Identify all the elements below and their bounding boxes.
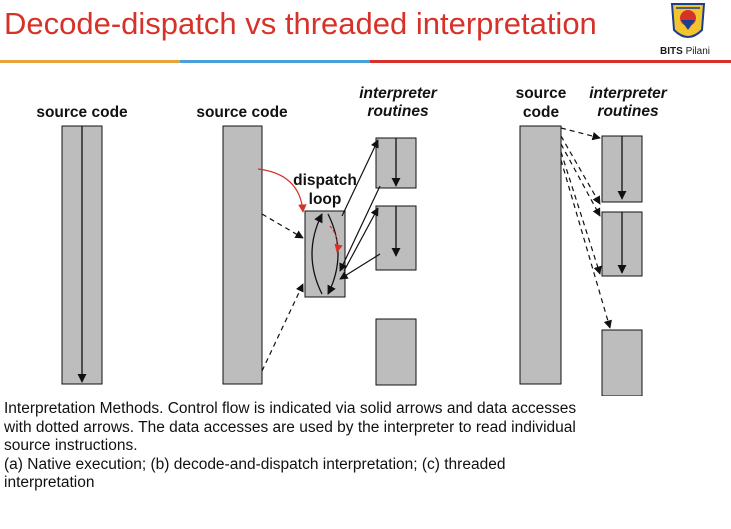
dispatch-loop-arrow-down xyxy=(327,213,339,295)
threaded-source-label-2: code xyxy=(523,104,560,121)
dispatch-source-block xyxy=(222,125,263,385)
caption-line-2: with dotted arrows. The data accesses ar… xyxy=(4,418,576,436)
threaded-routines-label-1: interpreter xyxy=(589,85,667,102)
dispatch-loop-block xyxy=(304,210,346,298)
red-annotation-arrow-1 xyxy=(257,168,307,213)
dispatch-routines-label-2: routines xyxy=(367,103,429,120)
logo-campus: Pilani xyxy=(685,46,711,57)
dispatch-routine-block-3 xyxy=(375,318,417,386)
logo-brand: BITS xyxy=(660,46,683,57)
dispatch-routines-label-1: interpreter xyxy=(359,85,437,102)
threaded-routines-label-2: routines xyxy=(597,103,659,120)
threaded-data-access-2 xyxy=(560,135,601,205)
title-divider xyxy=(0,60,731,63)
slide-title: Decode-dispatch vs threaded interpretati… xyxy=(4,6,597,41)
caption-line-1: Interpretation Methods. Control flow is … xyxy=(4,400,577,417)
native-source-label: source code xyxy=(36,104,128,121)
data-access-arrow-2 xyxy=(261,283,304,372)
interpretation-diagram: source code source code interpreter rout… xyxy=(36,85,668,396)
dispatch-loop-arrow-up xyxy=(311,213,323,295)
threaded-data-access-5 xyxy=(560,159,612,329)
threaded-data-access-1 xyxy=(560,127,601,141)
threaded-source-label-1: source xyxy=(516,85,567,102)
threaded-source-block xyxy=(519,125,562,385)
caption-line-4: (a) Native execution; (b) decode-and-dis… xyxy=(4,455,506,473)
red-annotation-arrow-2 xyxy=(329,225,343,253)
routine-2-return-arrow xyxy=(339,253,381,280)
dispatch-to-routine-1-arrow xyxy=(341,139,379,217)
data-access-arrow-1 xyxy=(261,213,304,239)
caption-line-5: interpretation xyxy=(4,474,95,491)
bits-pilani-crest-icon xyxy=(670,3,706,38)
logo-text: BITS Pilani xyxy=(660,46,710,57)
dispatch-loop-label-2: loop xyxy=(309,191,342,208)
figure-caption: Interpretation Methods. Control flow is … xyxy=(4,400,724,493)
caption-line-3: source instructions. xyxy=(4,437,138,454)
routine-1-return-arrow xyxy=(339,185,381,272)
threaded-data-access-4 xyxy=(560,151,602,275)
threaded-routine-block-3 xyxy=(601,329,643,396)
dispatch-source-label: source code xyxy=(196,104,288,121)
dispatch-to-routine-2-arrow xyxy=(343,207,379,272)
dispatch-loop-label-1: dispatch xyxy=(293,172,357,189)
threaded-data-access-3 xyxy=(560,143,601,217)
